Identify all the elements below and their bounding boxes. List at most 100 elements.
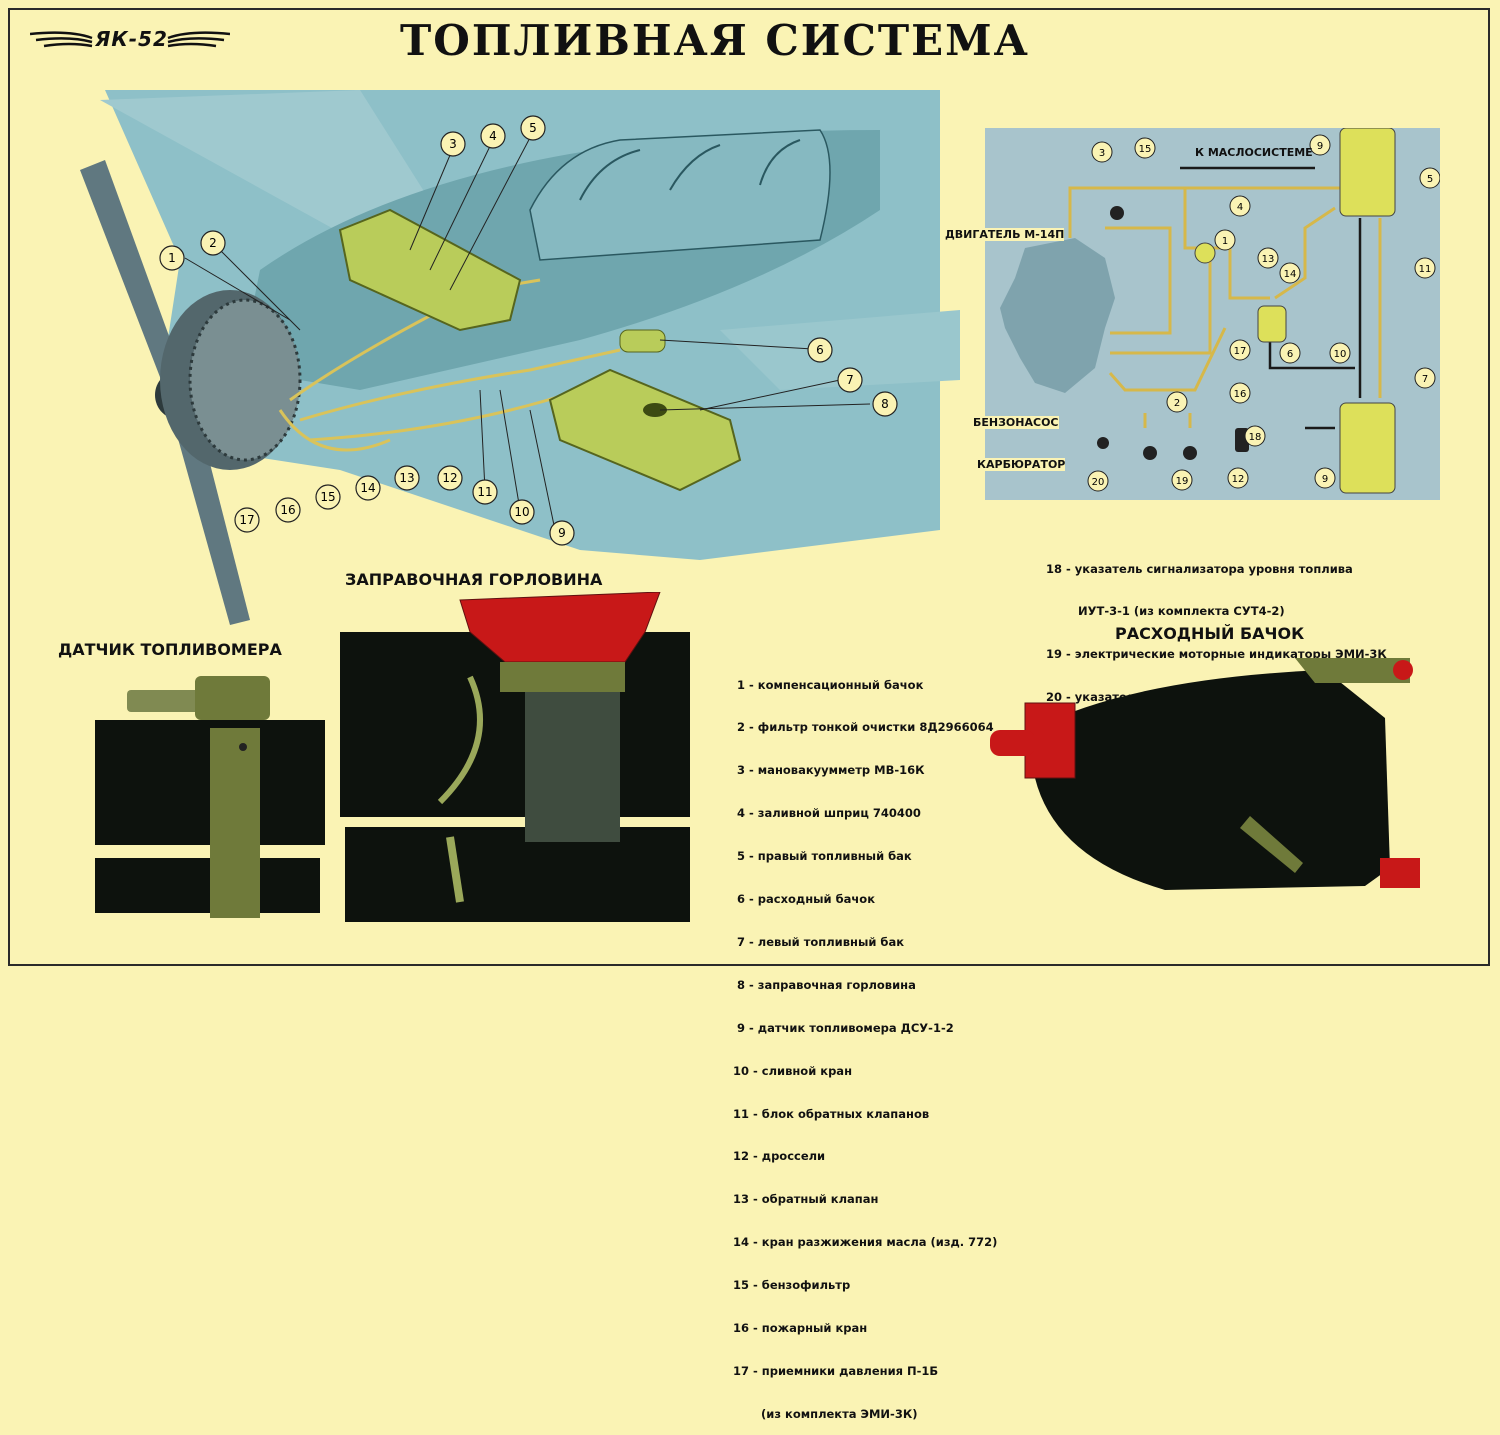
- callout-circle-11: [472, 479, 498, 505]
- callout-circle-17: [234, 507, 260, 533]
- right-tank-schematic: [1339, 128, 1396, 217]
- engine-indicator-2-icon: [1183, 446, 1197, 460]
- left-fuel-tank: [548, 368, 742, 492]
- legend-line: 9 - датчик топливомера ДСУ-1-2: [733, 1020, 954, 1035]
- schematic-callout-10: 10: [1334, 349, 1347, 360]
- schematic-callout-18: 12: [1232, 474, 1245, 485]
- filler-mesh-filter: [525, 692, 620, 842]
- callout-15: 15: [320, 490, 335, 504]
- service-tank-outlet: [1380, 858, 1420, 888]
- schematic-callout-1: 1: [1222, 236, 1228, 247]
- service-tank-schematic: [1257, 305, 1287, 343]
- callout-circle-13: [394, 465, 420, 491]
- callout-14: 14: [360, 481, 375, 495]
- callout-2: 2: [209, 236, 217, 250]
- filler-tank-wall-lower: [345, 827, 690, 922]
- schematic-circle-19: [1171, 469, 1193, 491]
- schematic-callout-20: 20: [1092, 477, 1105, 488]
- schematic-callout-4: 4: [1237, 202, 1243, 213]
- legend-line: 7 - левый топливный бак: [733, 934, 905, 949]
- schematic-callout-6: 6: [1287, 349, 1293, 360]
- service-tank: [619, 329, 666, 353]
- legend-line: (из комплекта ЭМИ-3К): [733, 1406, 918, 1421]
- schematic-circle-6: [1279, 342, 1301, 364]
- schematic-circle-3: [1091, 141, 1113, 163]
- oil-temp-indicator-icon: [1097, 437, 1109, 449]
- callout-3: 3: [449, 137, 457, 151]
- manovacuummeter-icon: [1110, 206, 1124, 220]
- callout-circle-16: [275, 497, 301, 523]
- page-title: ТОПЛИВНАЯ СИСТЕМА: [400, 16, 1030, 65]
- callout-9: 9: [558, 526, 566, 540]
- callout-circle-7: [837, 367, 863, 393]
- service-tank-title: РАСХОДНЫЙ БАЧОК: [1115, 624, 1305, 643]
- sensor-head: [195, 676, 270, 720]
- callout-17: 17: [239, 513, 254, 527]
- legend-line: 5 - правый топливный бак: [733, 849, 912, 864]
- schematic-circle-17: [1244, 425, 1266, 447]
- schematic-circle-13: [1279, 262, 1301, 284]
- gauge-sensor-title: ДАТЧИК ТОПЛИВОМЕРА: [58, 640, 282, 659]
- schematic-callout-12: 13: [1262, 254, 1275, 265]
- filler-neck-body: [500, 662, 625, 692]
- propeller-blade-lower: [170, 405, 250, 625]
- callout-12: 12: [442, 471, 457, 485]
- schematic-callout-16: 17: [1234, 346, 1247, 357]
- service-tank-inlet: [990, 730, 1035, 756]
- schematic-callout-5: 5: [1427, 174, 1433, 185]
- service-tank-top-pipe-end: [1393, 660, 1413, 680]
- legend-line: 3 - мановакуумметр МВ-16К: [733, 763, 925, 778]
- callout-circle-3: [440, 131, 466, 157]
- schematic-callout-15: 16: [1234, 389, 1247, 400]
- schematic-circle-2: [1166, 391, 1188, 413]
- sensor-port: [239, 743, 247, 751]
- gauge-sensor-illustration: [95, 676, 325, 918]
- fuel-schematic: 3 15 9 5 4 1 13 14 6 10 11 17 16 2 18 7 …: [985, 128, 1440, 500]
- legend-line: 2 - фильтр тонкой очистки 8Д2966064: [733, 720, 994, 735]
- schematic-circle-7: [1414, 367, 1436, 389]
- legend-line: 13 - обратный клапан: [733, 1192, 879, 1207]
- legend-main: 1 - компенсационный бачок 2 - фильтр тон…: [733, 649, 997, 1435]
- carburetor-label: КАРБЮРАТОР: [977, 458, 1066, 471]
- compensation-tank-schematic: [1194, 242, 1216, 264]
- filler-neck-title: ЗАПРАВОЧНАЯ ГОРЛОВИНА: [345, 570, 603, 589]
- service-tank-body: [1035, 670, 1390, 890]
- service-tank-top-pipe: [1295, 658, 1410, 683]
- filler-neck-cap: [643, 403, 667, 417]
- schematic-circle-1: [1214, 229, 1236, 251]
- schematic-callout-2: 2: [1174, 398, 1180, 409]
- callout-11: 11: [477, 485, 492, 499]
- propeller-blade-upper: [80, 160, 185, 390]
- schematic-callout-19: 19: [1176, 476, 1189, 487]
- callout-circle-2: [200, 230, 226, 256]
- schematic-callout-14: 15: [1139, 144, 1152, 155]
- legend-top-line: 18 - указатель сигнализатора уровня топл…: [1046, 561, 1353, 576]
- filler-drain-tube: [437, 675, 483, 805]
- callout-circle-8: [872, 391, 898, 417]
- schematic-callout-7: 7: [1422, 374, 1428, 385]
- schematic-circle-14: [1134, 137, 1156, 159]
- schematic-circle-10: [1329, 342, 1351, 364]
- leader-lines: [184, 131, 871, 531]
- callout-5: 5: [529, 121, 537, 135]
- oil-system-label: К МАСЛОСИСТЕМЕ: [1195, 146, 1313, 159]
- legend-line: 4 - заливной шприц 740400: [733, 806, 921, 821]
- callout-circle-12: [437, 465, 463, 491]
- schematic-callout-13: 14: [1284, 269, 1297, 280]
- schematic-circle-16: [1229, 339, 1251, 361]
- engine-indicator-1-icon: [1143, 446, 1157, 460]
- sensor-tube: [210, 728, 260, 918]
- filler-drain-tube-lower: [446, 836, 464, 903]
- legend-line: 11 - блок обратных клапанов: [733, 1106, 930, 1121]
- schematic-callout-17: 18: [1249, 432, 1262, 443]
- engine-label: ДВИГАТЕЛЬ М-14П: [945, 228, 1065, 241]
- callout-circle-6: [807, 337, 833, 363]
- engine-cylinders: [188, 298, 302, 462]
- poster-frame: [8, 8, 1490, 966]
- schematic-callout-9b: 9: [1322, 474, 1328, 485]
- yak-logo-wings-icon: [30, 31, 230, 48]
- legend-line: 12 - дроссели: [733, 1149, 826, 1164]
- callout-circle-4: [480, 123, 506, 149]
- schematic-circle-11: [1414, 257, 1436, 279]
- left-tank-schematic: [1339, 402, 1396, 494]
